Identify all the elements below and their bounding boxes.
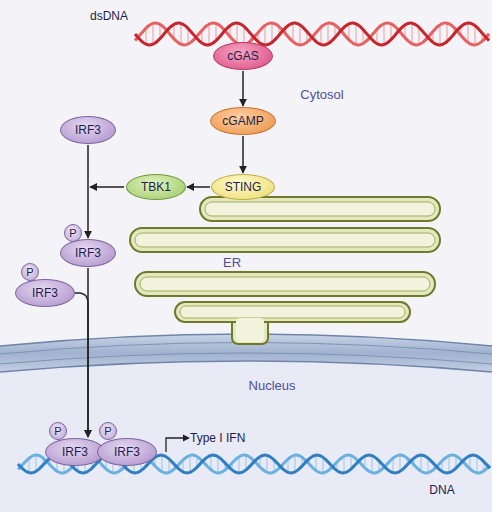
base-pair	[323, 457, 324, 473]
er-cisterna	[200, 197, 440, 221]
protein-oval: IRF3	[45, 438, 105, 466]
node-label: STING	[225, 181, 262, 193]
base-pair	[265, 25, 266, 45]
base-pair	[440, 25, 441, 45]
er-cisterna	[135, 272, 435, 296]
node-label: P	[26, 267, 33, 278]
dna-helices	[18, 23, 490, 473]
base-pair	[316, 455, 317, 471]
phosphate-circle: P	[99, 422, 117, 440]
text-label: dsDNA	[90, 10, 128, 22]
base-pair	[237, 23, 238, 43]
base-pair	[344, 456, 345, 473]
base-pair	[300, 25, 301, 45]
base-pair	[239, 457, 240, 473]
node-label: IRF3	[114, 446, 140, 458]
node-label: IRF3	[75, 247, 101, 259]
base-pair	[384, 24, 385, 45]
protein-oval: IRF3	[60, 239, 116, 267]
base-pair	[328, 23, 329, 44]
text-label: Type I IFN	[190, 432, 245, 444]
base-pair	[447, 23, 448, 41]
base-pair	[321, 27, 322, 44]
nucleus-region	[0, 361, 492, 512]
er-lumen	[236, 318, 264, 342]
base-pair	[412, 23, 413, 44]
base-pair	[421, 455, 422, 471]
node-label: TBK1	[141, 181, 171, 193]
node-label: IRF3	[62, 446, 88, 458]
node-label: P	[54, 426, 61, 437]
er-lumen	[135, 233, 435, 247]
base-pair	[449, 456, 450, 473]
base-pair	[475, 26, 476, 45]
er-cisterna	[130, 228, 440, 252]
node-label: cGAS	[227, 50, 258, 62]
transcription-arrow	[166, 435, 190, 453]
endoplasmic-reticulum	[130, 197, 440, 344]
base-pair	[153, 23, 154, 44]
base-pair	[295, 455, 296, 472]
region-label: ER	[223, 256, 241, 269]
protein-oval: cGAMP	[210, 107, 276, 135]
base-pair	[419, 27, 420, 44]
signal-arrow	[75, 293, 88, 437]
base-pair	[468, 23, 469, 43]
region-label: Cytosol	[300, 88, 343, 101]
signal-arrow	[187, 186, 210, 188]
text-label: DNA	[429, 484, 454, 496]
protein-oval: IRF3	[60, 116, 116, 144]
er-lumen	[180, 306, 405, 318]
node-label: IRF3	[75, 124, 101, 136]
base-pair	[400, 455, 401, 471]
er-lumen	[205, 202, 435, 216]
base-pair	[209, 24, 210, 45]
node-label: IRF3	[32, 287, 58, 299]
envelope-line	[0, 361, 492, 372]
base-pair	[267, 455, 268, 472]
base-pair	[218, 457, 219, 473]
base-pair	[190, 455, 191, 472]
node-label: cGAMP	[222, 115, 263, 127]
protein-oval: IRF3	[97, 438, 157, 466]
phosphate-circle: P	[64, 224, 82, 242]
base-pair	[36, 455, 37, 471]
phosphate-circle: P	[21, 263, 39, 281]
signal-arrow	[87, 145, 89, 238]
node-label: P	[69, 228, 76, 239]
signal-arrow	[242, 71, 244, 106]
base-pair	[272, 23, 273, 42]
dna-strand	[135, 23, 489, 45]
protein-oval: cGAS	[213, 42, 273, 70]
dna-strand	[135, 23, 489, 45]
protein-oval: IRF3	[15, 279, 75, 307]
phosphate-circle: P	[49, 422, 67, 440]
protein-oval: STING	[211, 174, 275, 200]
region-label: Nucleus	[249, 379, 296, 392]
base-pair	[216, 23, 217, 40]
base-pair	[356, 24, 357, 45]
er-lumen	[140, 277, 430, 291]
base-pair	[477, 456, 478, 473]
kinase-arrow	[90, 186, 124, 188]
protein-oval: TBK1	[126, 174, 186, 200]
base-pair	[181, 23, 182, 44]
envelope-line	[0, 353, 492, 364]
node-label: P	[104, 426, 111, 437]
transcription-arrow	[166, 438, 184, 452]
base-pair	[372, 456, 373, 473]
arrow-head	[183, 435, 190, 442]
base-pair	[162, 455, 163, 472]
signal-arrow	[242, 136, 244, 173]
base-pair	[293, 23, 294, 42]
er-cisterna	[175, 302, 410, 322]
